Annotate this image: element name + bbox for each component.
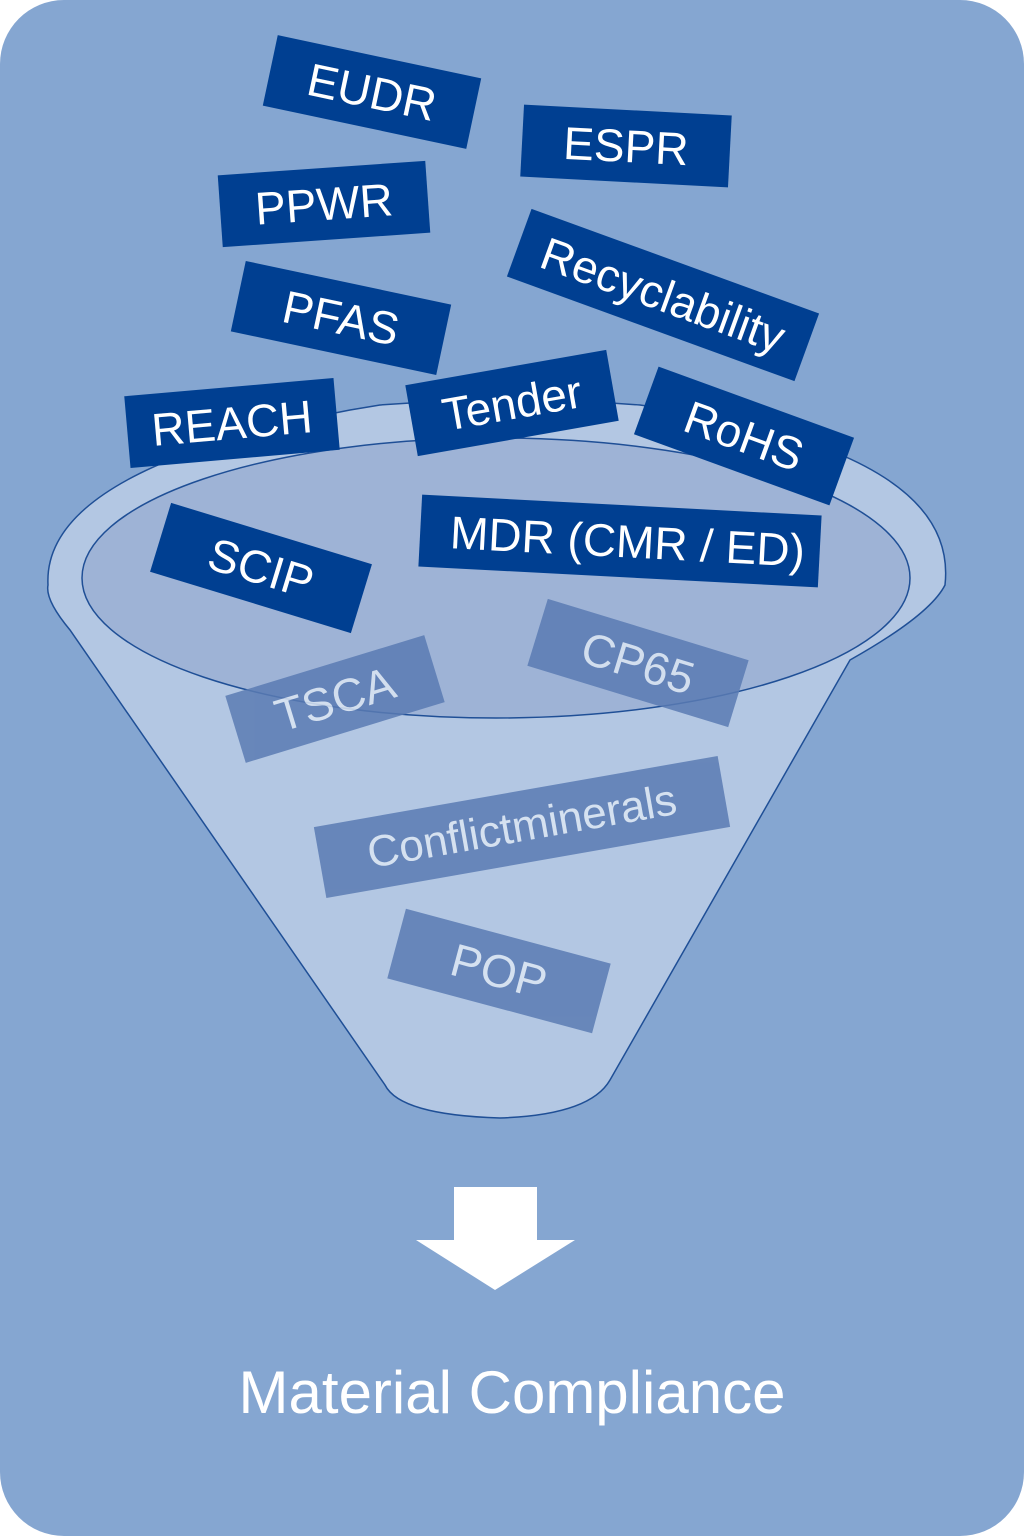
caption-material-compliance: Material Compliance [238, 1359, 786, 1426]
